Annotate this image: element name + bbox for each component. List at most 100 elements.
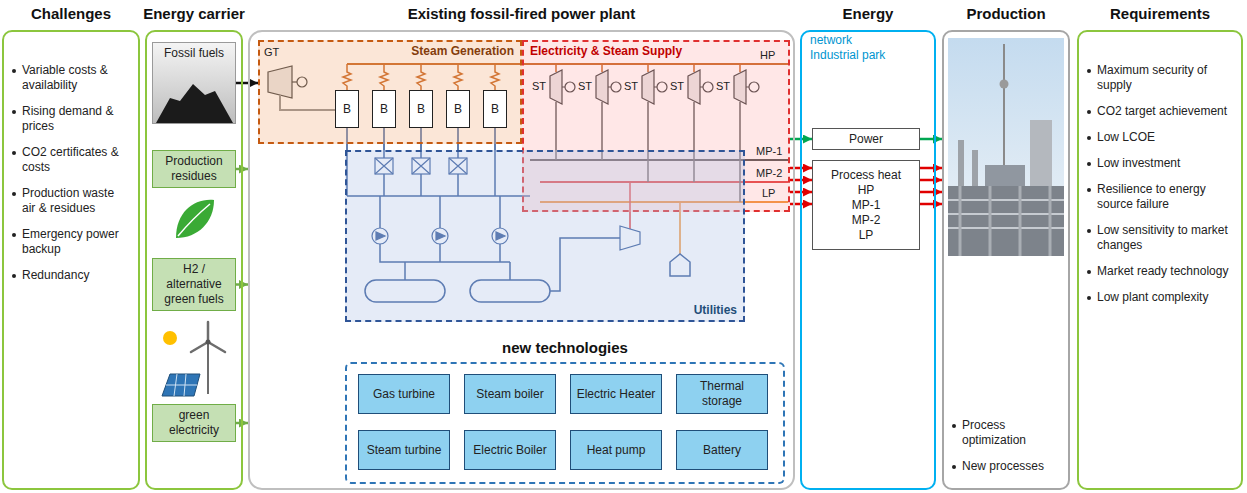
boiler-box: B [409,90,433,128]
flow-arrow [920,167,942,170]
bullet-item: Maximum security of supply [1087,63,1233,93]
energy-carrier-box: green electricity [152,404,236,442]
column-heading: Energy [798,5,938,23]
wind-solar-icon [206,340,211,345]
bullet-item: Low LCOE [1087,130,1233,145]
bullet-text: Variable costs & availability [22,63,130,93]
column-panel: ChallengesVariable costs & availabilityR… [2,30,140,490]
box-label: B [491,102,499,117]
box-label: Power [849,132,883,147]
boiler-box: B [372,90,396,128]
part-label: MP-2 [756,167,782,180]
column-heading: Energy carrier [143,5,245,23]
boiler-box: B [483,90,507,128]
bullet-item: Rising demand & prices [12,104,130,134]
box-label: HP [858,183,875,198]
flow-arrow [920,179,942,182]
energy-carrier-box: H2 / alternative green fuels [152,258,236,311]
industrial-photo [948,186,1064,256]
bullet-text: Low investment [1097,156,1180,171]
bullet-dot [1087,188,1091,192]
label-anchor: ST [624,80,638,93]
bullet-dot [12,233,16,237]
wind-solar-icon [191,322,225,352]
box-label: MP-2 [852,213,881,228]
bullet-item: Variable costs & availability [12,63,130,93]
leaf-icon [176,200,214,238]
part-label: ST [670,80,684,93]
label-anchor: ST [578,80,592,93]
label-anchor: MP-2 [756,167,782,180]
label-anchor: MP-1 [756,145,782,158]
energy-box: Power [812,128,920,150]
bullet-dot [1087,136,1091,140]
flow-arrow [920,203,942,206]
part-label: MP-1 [756,145,782,158]
flow-arrow [236,82,258,85]
bullet-text: Emergency power backup [22,227,130,257]
bullet-dot [12,69,16,73]
industrial-photo [1003,44,1005,170]
part-label: ST [624,80,638,93]
column-panel: RequirementsMaximum security of supplyCO… [1077,30,1243,490]
technology-box: Heat pump [570,430,662,470]
box-label: Electric Heater [577,387,656,402]
column-heading: Existing fossil-fired power plant [246,5,797,23]
box-label: Steam turbine [367,443,442,458]
bullet-dot [12,151,16,155]
bullet-dot [1087,296,1091,300]
plant-zone: Utilities [345,150,745,322]
wind-solar-icon [207,342,209,394]
label-anchor: GT [264,46,279,59]
coal-heap [153,43,235,123]
column-panel: Energynetwork Industrial parkPowerProces… [800,30,936,490]
energy-carrier-box: Production residues [152,150,236,188]
technology-box: Steam boiler [464,374,556,414]
label-anchor: LP [762,187,775,200]
bullet-dot [1087,69,1091,73]
bullet-item: Low investment [1087,156,1233,171]
box-label: Battery [703,443,741,458]
part-label: ST [578,80,592,93]
bullet-text: Low LCOE [1097,130,1155,145]
energy-box: Process heatHPMP-1MP-2LP [812,160,920,250]
wind-solar-icon [162,374,200,396]
column-panel: ProductionProcess optimizationNew proces… [942,30,1070,490]
column-heading: Requirements [1075,5,1245,23]
box-label: B [343,102,351,117]
box-label: Heat pump [587,443,646,458]
bullet-text: Low plant complexity [1097,290,1208,305]
box-label: green electricity [156,408,232,438]
bullet-item: Low sensitivity to market changes [1087,223,1233,253]
flow-arrow [920,191,942,194]
part-label: ST [716,80,730,93]
box-label: Fossil fuels [164,46,224,61]
bullet-text: Production waste air & residues [22,186,130,216]
bullet-dot [1087,162,1091,166]
bullet-dot [952,465,956,469]
part-label: GT [264,46,279,59]
box-label: Production residues [156,154,232,184]
bullet-item: CO2 target achievement [1087,104,1233,119]
technology-box: Electric Heater [570,374,662,414]
industrial-photo [960,186,1050,256]
zone-title: Electricity & Steam Supply [530,44,682,59]
bullet-text: Rising demand & prices [22,104,130,134]
technology-box: Electric Boiler [464,430,556,470]
box-label: Steam boiler [476,387,543,402]
wind-solar-icon [166,374,197,396]
boiler-box: B [446,90,470,128]
bullet-dot [12,274,16,278]
technology-box: Steam turbine [358,430,450,470]
energy-carrier-box: Fossil fuels [152,42,236,124]
label-anchor: ST [670,80,684,93]
bullet-dot [1087,110,1091,114]
label-anchor: ST [716,80,730,93]
box-label: LP [859,228,874,243]
wind-solar-icon [163,331,177,345]
plant-zone: Steam GenerationBBBBB [258,40,522,144]
box-label: Thermal storage [681,379,763,409]
column-heading: Challenges [0,5,142,23]
